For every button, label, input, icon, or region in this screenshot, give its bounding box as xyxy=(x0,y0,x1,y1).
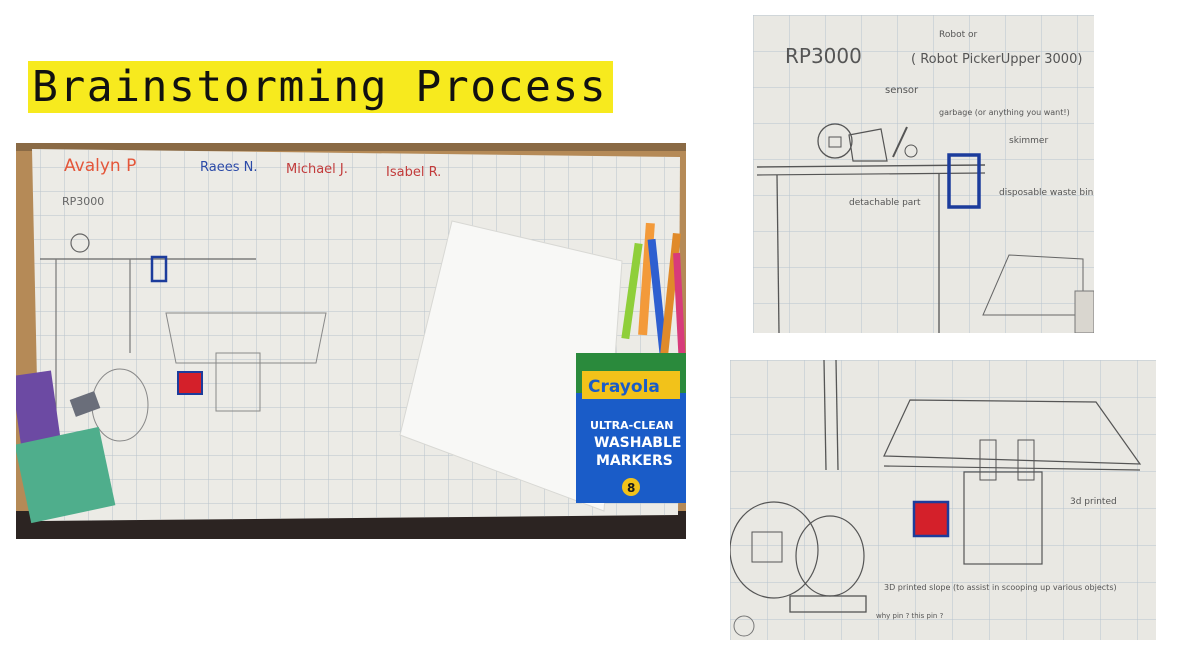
label-skimmer: skimmer xyxy=(1009,136,1048,146)
crayola-marker-box: Crayola ULTRA-CLEAN WASHABLE MARKERS 8 xyxy=(576,353,686,503)
name-michael: Michael J. xyxy=(286,162,348,177)
photo-sketch-bottom: 3d printed 3D printed slope (to assist i… xyxy=(730,360,1156,640)
label-bin: disposable waste bin xyxy=(999,188,1093,198)
sketch-title-rp3000: RP3000 xyxy=(785,44,862,68)
label-pin-note: why pin ? this pin ? xyxy=(876,612,944,620)
sketch-title: RP3000 xyxy=(62,195,104,208)
sketch-subtitle: ( Robot PickerUpper 3000) xyxy=(911,52,1082,67)
svg-text:WASHABLE: WASHABLE xyxy=(594,435,681,451)
label-3d-slope: 3D printed slope (to assist in scooping … xyxy=(884,583,1117,592)
name-isabel: Isabel R. xyxy=(386,165,441,180)
label-sensor: sensor xyxy=(885,85,919,96)
name-raees: Raees N. xyxy=(200,160,257,175)
label-3d-printed: 3d printed xyxy=(1070,497,1117,507)
sketch-subtitle-top: Robot or xyxy=(939,30,977,40)
svg-text:MARKERS: MARKERS xyxy=(596,453,673,469)
name-avalyn: Avalyn P xyxy=(64,156,136,176)
label-detachable: detachable part xyxy=(849,198,921,208)
svg-text:ULTRA-CLEAN: ULTRA-CLEAN xyxy=(590,419,674,432)
svg-text:8: 8 xyxy=(627,481,635,495)
photo-main-brainstorm: Avalyn P Raees N. Michael J. Isabel R. R… xyxy=(16,143,686,539)
photo-sketch-top: RP3000 Robot or ( Robot PickerUpper 3000… xyxy=(753,15,1094,333)
label-garbage: garbage (or anything you want!) xyxy=(939,108,1070,117)
svg-text:Crayola: Crayola xyxy=(588,377,660,397)
slide-title: Brainstorming Process xyxy=(28,61,613,113)
